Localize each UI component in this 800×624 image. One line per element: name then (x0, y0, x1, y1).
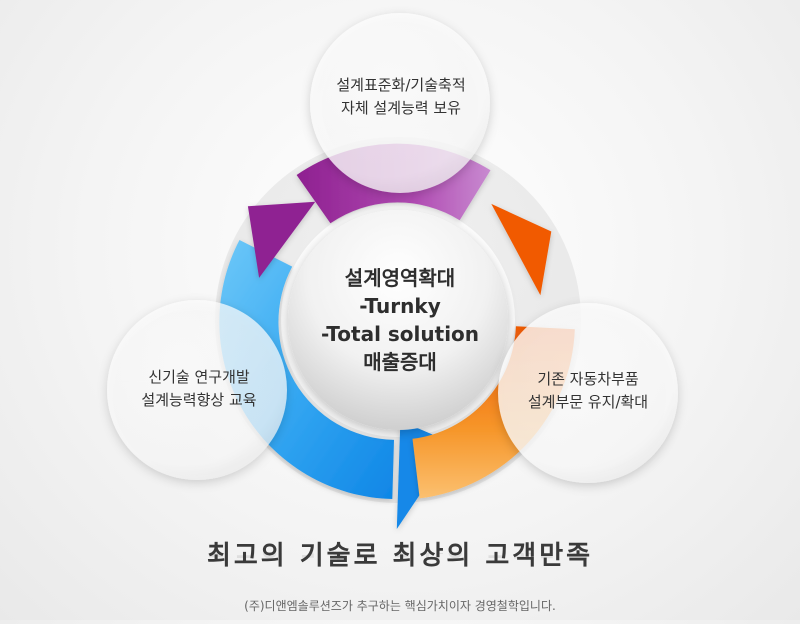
slogan-reflection: 최고의 기술로 최상의 고객만족 (100, 553, 700, 567)
right-bubble-line-2: 설계부문 유지/확대 (527, 393, 649, 411)
footnote-text: (주)디앤엠솔루션즈가 추구하는 핵심가치이자 경영철학입니다. (244, 599, 556, 613)
left-bubble-line-2: 설계능력향상 교육 (141, 391, 257, 409)
slogan-heading: 최고의 기술로 최상의 고객만족 (206, 541, 594, 571)
center-circle (288, 210, 508, 430)
right-bubble (498, 303, 678, 483)
right-bubble-line-1: 기존 자동차부품 (537, 370, 639, 388)
center-line-2: -Turnky (359, 294, 441, 318)
center-text: 설계영역확대 -Turnky -Total solution 매출증대 (300, 264, 500, 376)
center-line-1: 설계영역확대 (344, 266, 456, 290)
center-line-4: 매출증대 (363, 350, 437, 374)
top-bubble-text: 설계표준화/기술축적 자체 설계능력 보유 (311, 74, 491, 120)
top-bubble (310, 13, 490, 193)
top-bubble-line-1: 설계표준화/기술축적 (336, 76, 466, 94)
center-line-3: -Total solution (320, 322, 480, 346)
left-bubble-line-1: 신기술 연구개발 (148, 368, 250, 386)
top-bubble-line-2: 자체 설계능력 보유 (341, 99, 461, 117)
left-bubble (107, 300, 287, 480)
left-bubble-text: 신기술 연구개발 설계능력향상 교육 (109, 366, 289, 412)
right-bubble-text: 기존 자동차부품 설계부문 유지/확대 (498, 368, 678, 414)
